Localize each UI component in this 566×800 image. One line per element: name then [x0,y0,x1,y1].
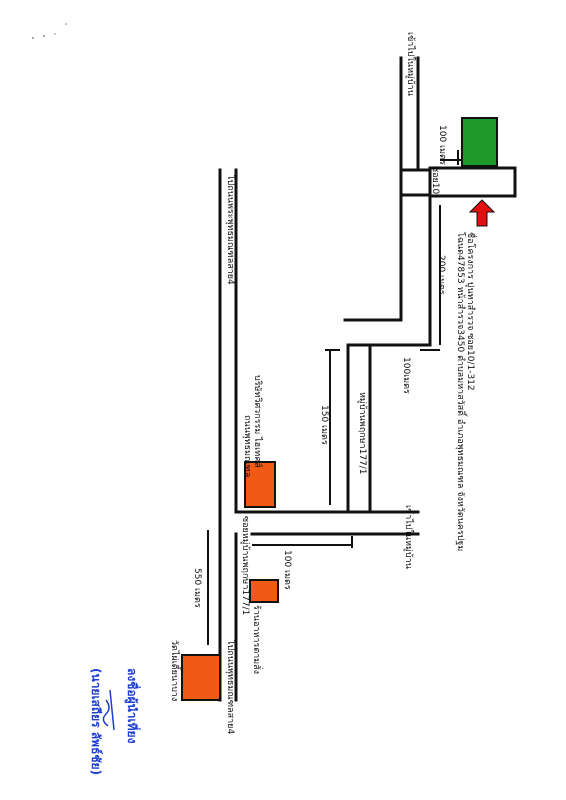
label-soi-10: ซอย10 [430,166,440,195]
road-mid-left [343,168,403,322]
roads [218,56,432,702]
label-company: บริษัทวิศวกรรม ไฮเทคส์ [252,375,264,468]
label-road-left-bottom: ไปถนนพุทธมณฑลสาย4 [225,639,236,734]
label-dist-100-mid: 100เมตร [401,357,411,394]
label-soi-village: ซอยหมู่บ้านพฤกษา177/1 [240,516,251,615]
label-dist-100-top: 100 เมตร [437,125,447,165]
label-dist-200: 200 เมตร [436,255,446,295]
label-to-village-top: เข้าไปในหมู่บ้าน [405,32,416,96]
label-dist-550: 550 เมตร [192,568,202,608]
building-orange-company [244,461,276,508]
signature-name: (นายเสถียร ลัพธ์ชัย) [89,668,103,775]
label-temple: วัดไผ่เตี้ยนาบาง [169,640,182,701]
signature-block: ลงชื่อผู้นำเที่ยง (นายเสถียร ลัพธ์ชัย) [89,668,141,775]
label-dist-100-low: 100 เมตร [282,550,292,590]
scan-specks [32,23,67,39]
label-company-2: ถนนพุทธมณฑล [242,415,252,477]
building-orange-temple [181,654,221,701]
map-labels: เข้าไปในหมู่บ้าน 100 เมตร ซอย10 200 เมตร… [169,32,478,734]
label-dist-150: 150 เมตร [319,405,329,445]
location-arrow-icon [468,199,496,227]
label-site-address: โฉนด47853 หน้าสำรวจ3450 ตำบลมหาสวัสดิ์ อ… [455,232,468,551]
soi10-junction [428,166,517,198]
building-orange-shop [249,579,279,603]
signature-title: ลงชื่อผู้นำเที่ยง [124,668,141,744]
label-village-right: หมู่บ้านพฤกษา177/1 [357,392,368,475]
label-site-name: ชื่อโครงการ ปูนทาสำรวจ ซอย10/1-312 [465,232,478,391]
label-road-left-top: ไปถนนพระพุทธมณฑลสาย4 [225,174,236,285]
handwritten-signature [102,689,115,731]
label-to-village-mid: เข้าไปในหมู่บ้าน [403,505,414,569]
label-shop: ร้านอาหารตามสั่ง [251,605,264,674]
building-green-site [461,117,498,167]
soi10-edge-lower [346,193,432,480]
